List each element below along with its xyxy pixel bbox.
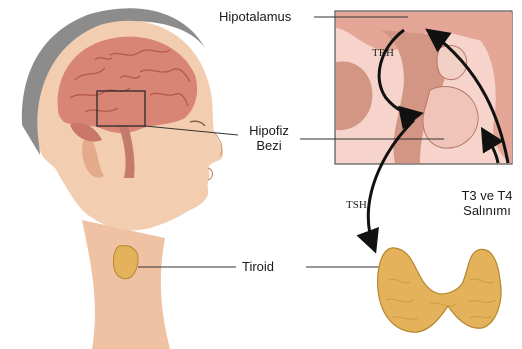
- pituitary-label-line2: Bezi: [238, 138, 300, 153]
- neck-shape: [82, 220, 170, 349]
- tsh-label: TSH: [346, 198, 367, 213]
- trh-label: TRH: [372, 46, 394, 61]
- thyroid-label: Tiroid: [242, 259, 274, 274]
- pituitary-inset-icon: [335, 11, 512, 164]
- thyroid-gland-icon: [378, 248, 501, 332]
- pituitary-label-line1: Hipofiz: [238, 123, 300, 138]
- release-label-line1: T3 ve T4: [452, 188, 522, 203]
- hypothalamus-label: Hipotalamus: [219, 9, 291, 24]
- neck-thyroid-icon: [113, 246, 138, 279]
- release-label-line2: Salınımı: [452, 203, 522, 218]
- pituitary-label: Hipofiz Bezi: [238, 123, 300, 153]
- release-label: T3 ve T4 Salınımı: [452, 188, 522, 218]
- head-profile-icon: [22, 8, 223, 349]
